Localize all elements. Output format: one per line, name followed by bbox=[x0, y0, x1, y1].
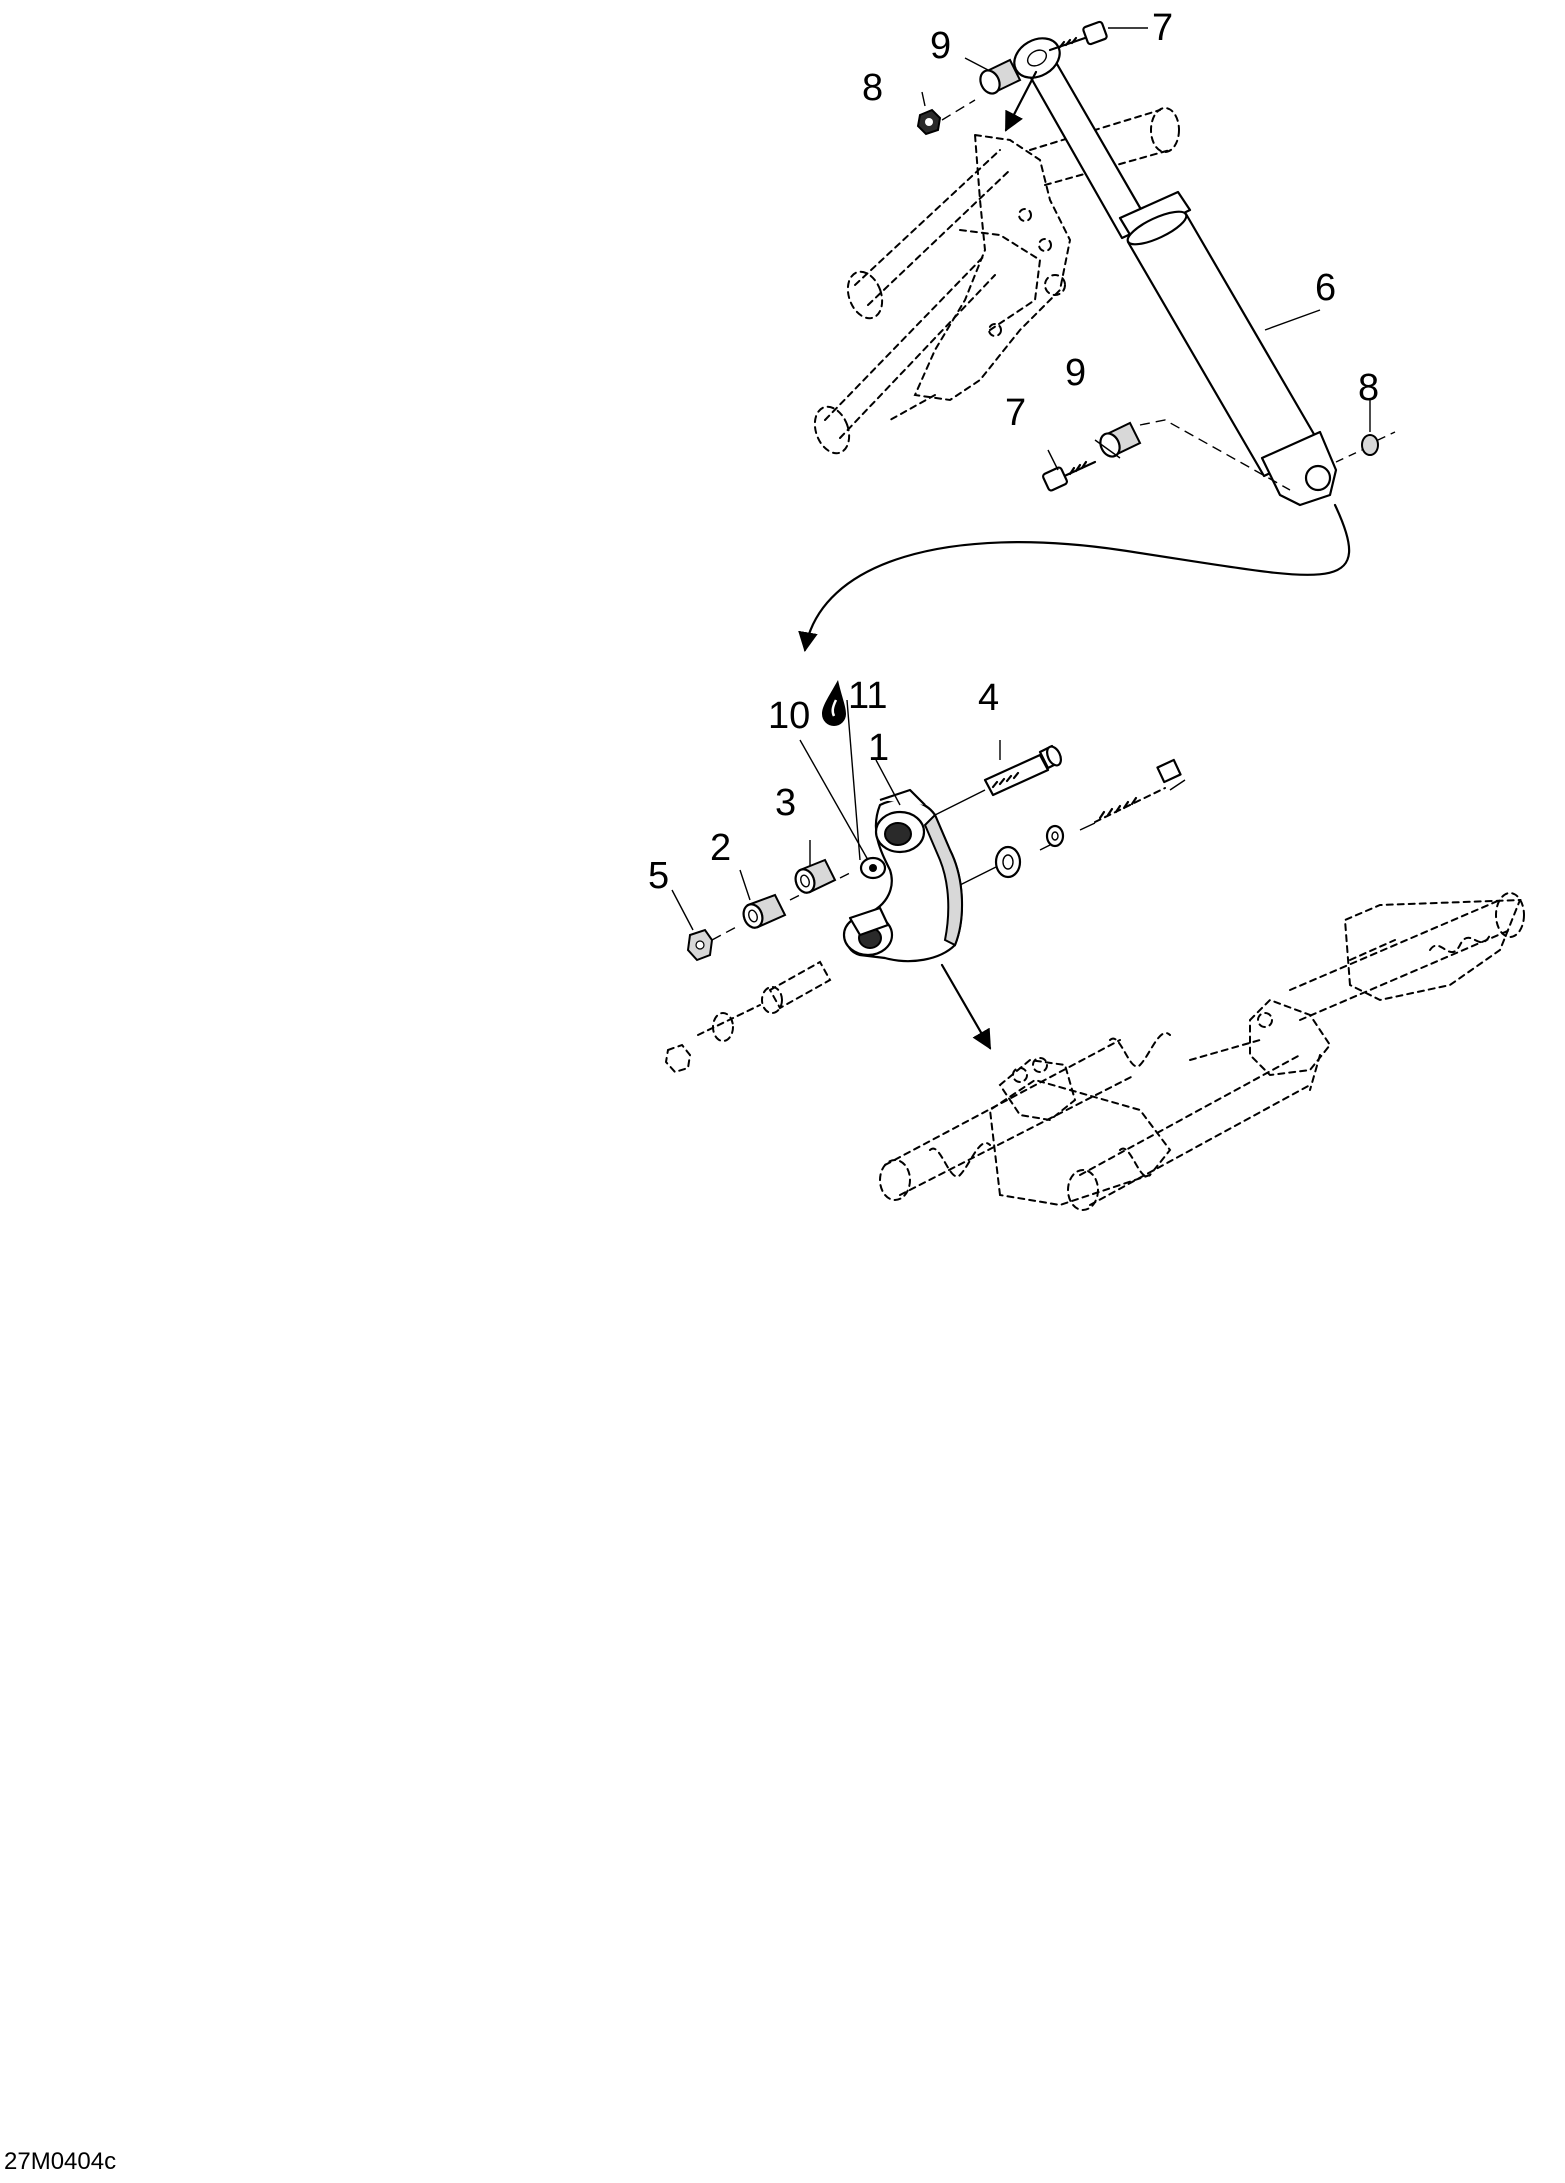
lower-nut bbox=[664, 1043, 692, 1074]
callout-7-mid: 7 bbox=[1005, 392, 1026, 434]
callout-8-mid: 8 bbox=[1358, 367, 1379, 409]
lower-washer bbox=[697, 1004, 761, 1042]
callout-leaders bbox=[671, 27, 1371, 931]
nut-top bbox=[916, 108, 942, 136]
bushing bbox=[794, 858, 837, 894]
grease-fitting bbox=[859, 856, 887, 880]
lower-frame-phantom bbox=[879, 892, 1525, 1211]
callout-9-top: 9 bbox=[930, 25, 951, 67]
nut-mid bbox=[1335, 431, 1396, 463]
lower-spacer bbox=[761, 960, 832, 1014]
spacer-mid bbox=[1099, 421, 1142, 458]
callout-9-mid: 9 bbox=[1065, 352, 1086, 394]
sleeve bbox=[742, 893, 787, 929]
long-bolt bbox=[1094, 758, 1182, 823]
callout-8-top: 8 bbox=[862, 67, 883, 109]
spacer-top bbox=[979, 58, 1022, 95]
callout-1: 1 bbox=[868, 727, 889, 769]
callout-11: 11 bbox=[848, 675, 887, 717]
nut bbox=[686, 928, 714, 962]
bell-crank bbox=[842, 788, 964, 963]
shock-absorber bbox=[1013, 37, 1338, 507]
callout-5: 5 bbox=[648, 855, 669, 897]
bolt-mid bbox=[1042, 460, 1097, 492]
washer-pair bbox=[994, 824, 1065, 879]
callout-2: 2 bbox=[710, 827, 731, 869]
bolt-top bbox=[1048, 20, 1108, 52]
callout-4: 4 bbox=[978, 677, 999, 719]
figure-id: 27M0404c bbox=[4, 2148, 117, 2175]
upper-frame-phantom bbox=[813, 107, 1180, 455]
callout-7-top: 7 bbox=[1152, 7, 1173, 49]
bolt bbox=[983, 744, 1062, 797]
callout-10: 10 bbox=[768, 695, 810, 737]
callout-6: 6 bbox=[1315, 267, 1336, 309]
callout-3: 3 bbox=[775, 782, 796, 824]
oil-drop-icon bbox=[822, 680, 846, 726]
